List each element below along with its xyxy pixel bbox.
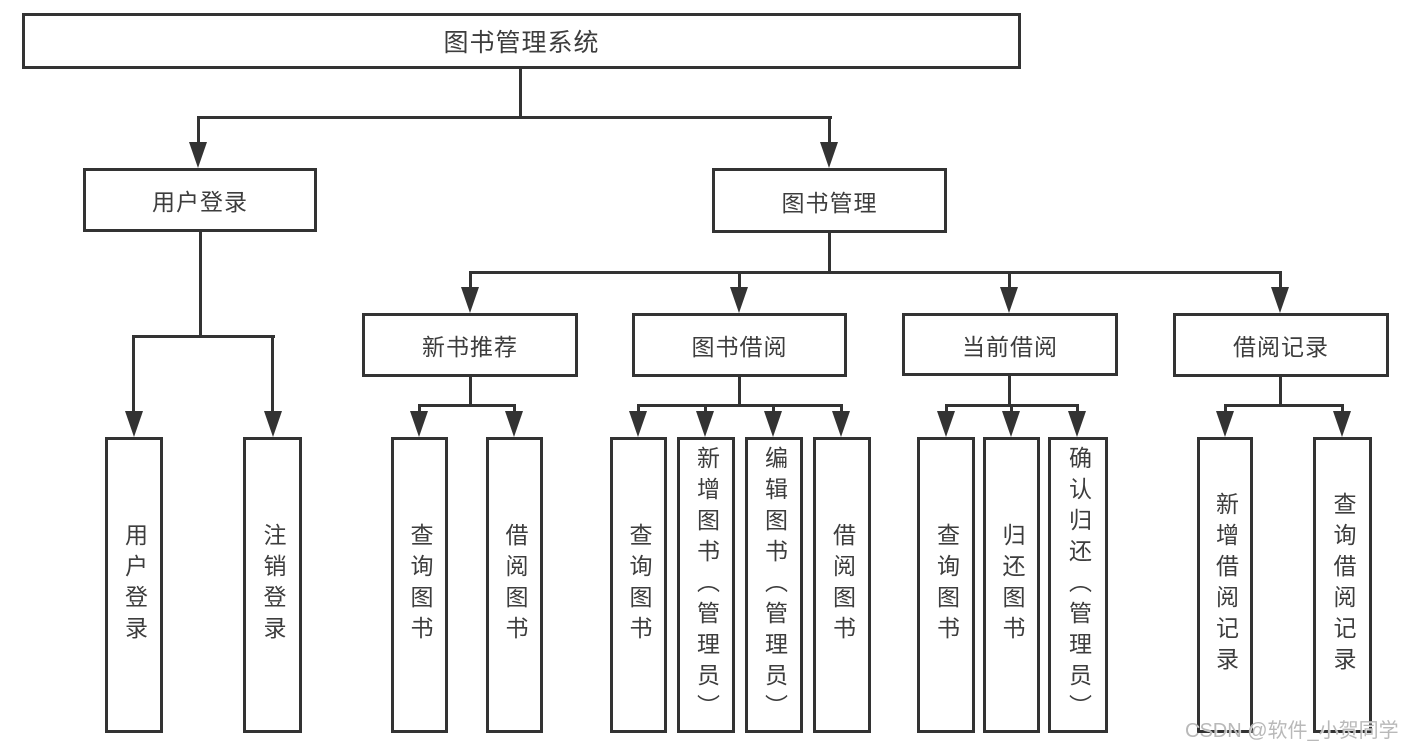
arrowhead-br-query — [1333, 411, 1351, 437]
arrowhead-br-add — [1216, 411, 1234, 437]
leaf-label: 查询图书 — [933, 523, 960, 647]
connector-stem-new-books — [469, 271, 472, 291]
arrowhead-borrow-records — [1271, 287, 1289, 313]
leaf-label: 借阅图书 — [829, 523, 856, 647]
connector-stem-bb-add — [704, 404, 707, 413]
connector-new-books-branch — [418, 404, 516, 407]
node-label: 图书管理系统 — [443, 29, 600, 57]
connector-stem-nb-borrow — [513, 404, 516, 413]
leaf-logout: 注销登录 — [243, 437, 302, 733]
leaf-cb-return-books: 归还图书 — [983, 437, 1040, 733]
leaf-label: 归还图书 — [999, 523, 1025, 647]
leaf-bb-borrow-books: 借阅图书 — [813, 437, 871, 733]
connector-stem-br-query — [1341, 404, 1344, 413]
connector-book-borrow-trunk — [738, 376, 741, 407]
leaf-bb-query-books: 查询图书 — [610, 437, 667, 733]
leaf-br-query-record: 查询借阅记录 — [1313, 437, 1372, 733]
connector-stem-cb-query — [945, 404, 948, 413]
connector-stem-bb-edit — [772, 404, 775, 413]
connector-book-borrow-branch — [637, 404, 843, 407]
leaf-label: 确认归还（管理员） — [1065, 445, 1092, 725]
arrowhead-cb-confirm — [1068, 411, 1086, 437]
leaf-label: 借阅图书 — [502, 523, 528, 647]
leaf-br-add-record: 新增借阅记录 — [1197, 437, 1253, 733]
leaf-bb-edit-books-admin: 编辑图书（管理员） — [745, 437, 803, 733]
node-borrow-records: 借阅记录 — [1173, 313, 1389, 377]
arrowhead-cb-return — [1002, 411, 1020, 437]
leaf-label: 编辑图书（管理员） — [761, 445, 788, 725]
arrowhead-leaf-login — [125, 411, 143, 437]
connector-stem-leaf-logout — [271, 335, 274, 413]
leaf-user-login: 用户登录 — [105, 437, 163, 733]
arrowhead-bb-add — [696, 411, 714, 437]
connector-root-branch — [197, 116, 832, 119]
leaf-label: 用户登录 — [121, 523, 148, 647]
csdn-watermark: CSDN @软件_小贺同学 — [1185, 720, 1399, 742]
connector-stem-cb-return — [1010, 404, 1013, 413]
connector-book-mgmt-branch — [469, 271, 1282, 274]
connector-new-books-trunk — [469, 376, 472, 407]
connector-stem-leaf-login — [132, 335, 135, 413]
leaf-cb-confirm-return-admin: 确认归还（管理员） — [1048, 437, 1108, 733]
node-label: 图书管理 — [781, 189, 878, 216]
connector-root-trunk — [519, 68, 522, 119]
connector-stem-nb-query — [418, 404, 421, 413]
node-book-borrowing: 图书借阅 — [632, 313, 847, 377]
arrowhead-bb-query — [629, 411, 647, 437]
arrowhead-nb-borrow — [505, 411, 523, 437]
leaf-label: 新增借阅记录 — [1212, 492, 1239, 678]
node-book-management: 图书管理 — [712, 168, 947, 233]
connector-records-branch — [1224, 404, 1344, 407]
node-new-book-recommend: 新书推荐 — [362, 313, 578, 377]
connector-stem-book-mgmt — [828, 116, 831, 148]
leaf-nb-borrow-books: 借阅图书 — [486, 437, 543, 733]
node-label: 图书借阅 — [691, 334, 788, 360]
arrowhead-book-borrow — [730, 287, 748, 313]
arrowhead-leaf-logout — [264, 411, 282, 437]
connector-stem-cb-confirm — [1076, 404, 1079, 413]
connector-stem-current-borrow — [1008, 271, 1011, 291]
connector-stem-user-login — [197, 116, 200, 148]
node-library-management-system: 图书管理系统 — [22, 13, 1021, 69]
node-current-borrowing: 当前借阅 — [902, 313, 1118, 376]
leaf-nb-query-books: 查询图书 — [391, 437, 448, 733]
arrowhead-current-borrow — [1000, 287, 1018, 313]
node-label: 借阅记录 — [1233, 334, 1329, 360]
leaf-label: 查询图书 — [626, 523, 652, 647]
connector-current-trunk — [1008, 376, 1011, 407]
node-label: 用户登录 — [152, 189, 248, 215]
connector-records-trunk — [1279, 376, 1282, 407]
connector-user-login-branch — [132, 335, 275, 338]
node-label: 新书推荐 — [422, 334, 518, 360]
leaf-bb-add-books-admin: 新增图书（管理员） — [677, 437, 735, 733]
arrowhead-nb-query — [410, 411, 428, 437]
connector-user-login-trunk — [199, 231, 202, 338]
leaf-label: 查询图书 — [407, 523, 433, 647]
leaf-cb-query-books: 查询图书 — [917, 437, 975, 733]
connector-stem-book-borrow — [738, 271, 741, 291]
connector-stem-bb-query — [637, 404, 640, 413]
arrowhead-bb-edit — [764, 411, 782, 437]
arrowhead-new-books — [461, 287, 479, 313]
leaf-label: 查询借阅记录 — [1330, 492, 1356, 678]
connector-stem-br-add — [1224, 404, 1227, 413]
connector-book-mgmt-trunk — [828, 231, 831, 274]
arrowhead-book-mgmt — [820, 142, 838, 168]
arrowhead-bb-borrow — [832, 411, 850, 437]
node-user-login: 用户登录 — [83, 168, 317, 232]
connector-stem-borrow-records — [1279, 271, 1282, 291]
arrowhead-user-login — [189, 142, 207, 168]
leaf-label: 新增图书（管理员） — [693, 445, 720, 725]
leaf-label: 注销登录 — [260, 523, 286, 647]
arrowhead-cb-query — [937, 411, 955, 437]
node-label: 当前借阅 — [962, 333, 1058, 360]
connector-stem-bb-borrow — [840, 404, 843, 413]
